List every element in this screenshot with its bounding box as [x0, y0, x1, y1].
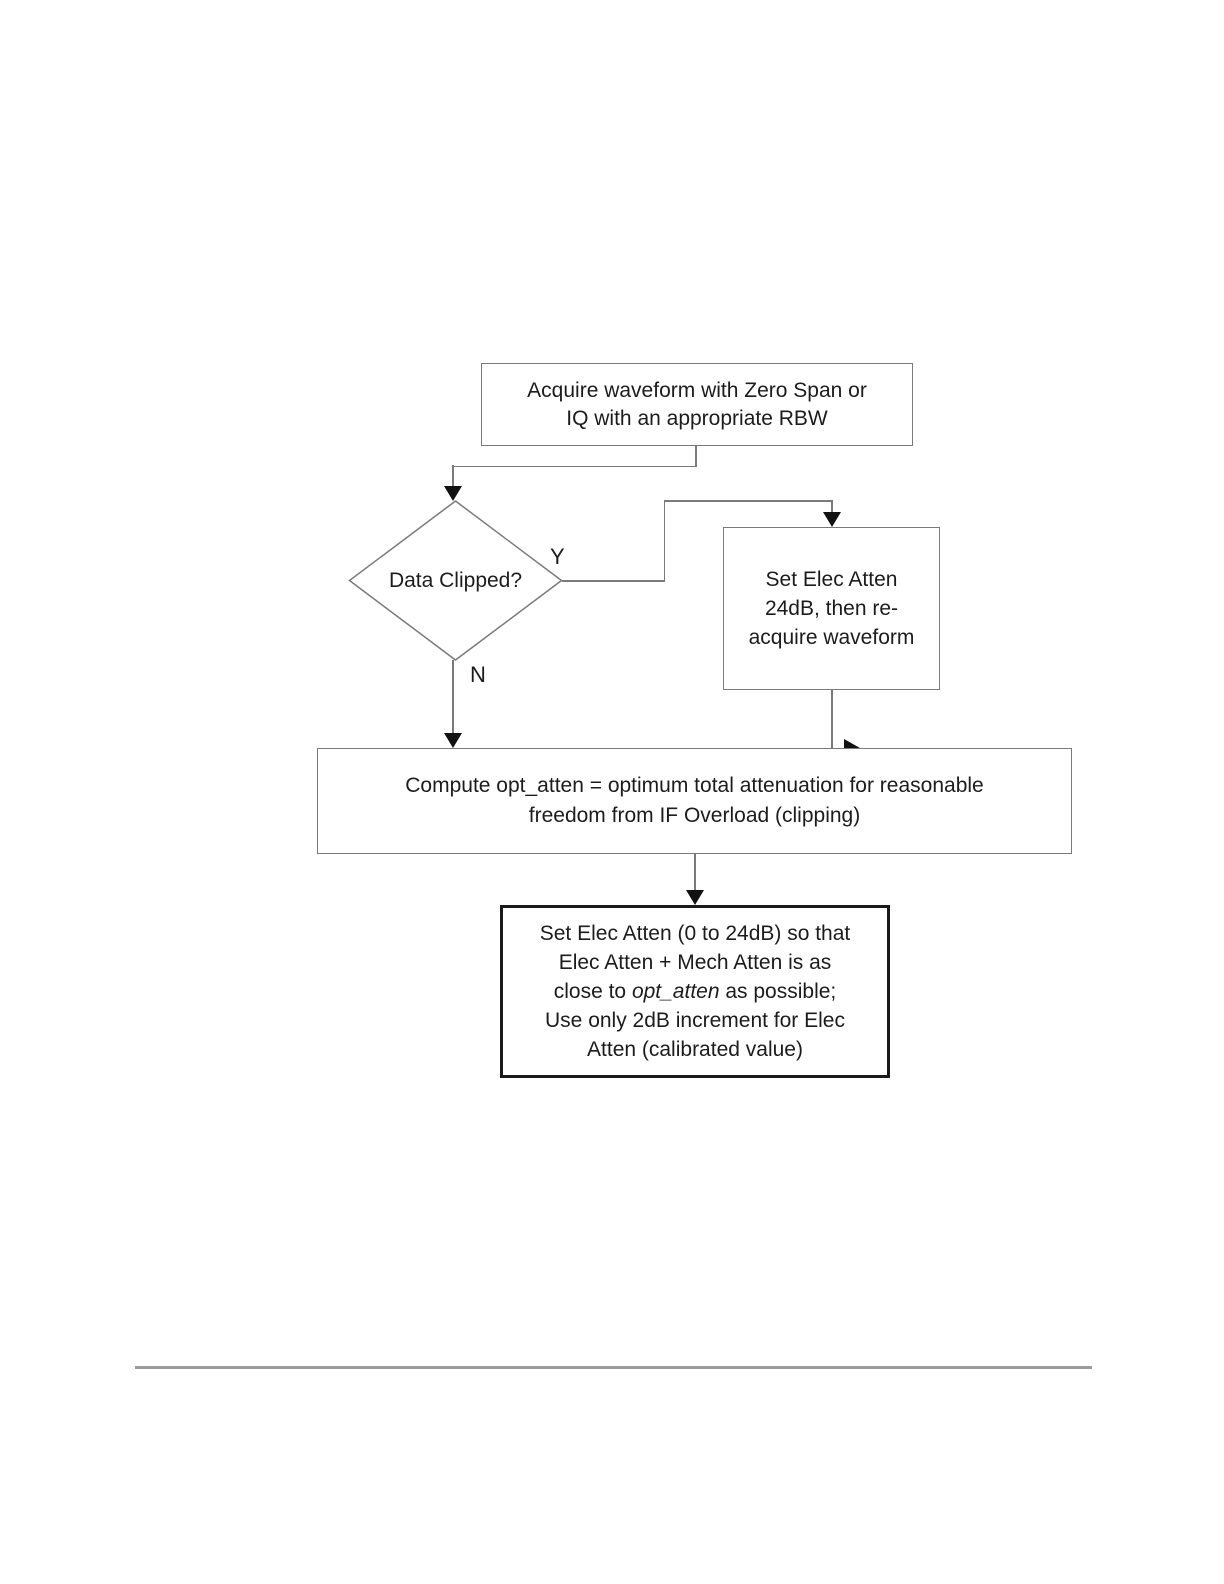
yes-branch-up-segment — [663, 500, 665, 582]
set-elec-text-line3: close to opt_atten as possible; — [554, 977, 837, 1006]
yes-branch-drop-segment — [831, 500, 833, 514]
arrowhead-into-compute-icon — [444, 733, 462, 748]
footer-divider-rule — [135, 1366, 1092, 1369]
set-atten-text-line1: Set Elec Atten — [765, 568, 898, 591]
set-elec-text-line3-italic: opt_atten — [631, 980, 720, 1003]
connector-acquire-left-segment — [452, 465, 697, 467]
arrowhead-into-set-elec-icon — [686, 890, 704, 905]
set-atten-24db-box: Set Elec Atten 24dB, then re- acquire wa… — [723, 527, 940, 690]
set-elec-text-line3-pre: close to — [553, 980, 632, 1003]
set-elec-text-line5: Atten (calibrated value) — [587, 1038, 803, 1061]
set-elec-text-line2: Elec Atten + Mech Atten is as — [558, 951, 832, 974]
branch-label-yes: Y — [550, 544, 565, 569]
yes-branch-right-segment — [562, 580, 665, 582]
set-atten-text-line3: acquire waveform — [748, 626, 915, 649]
decision-data-clipped: Data Clipped? — [348, 500, 563, 661]
connector-set-atten-to-compute-segment — [831, 690, 833, 748]
connector-acquire-down-segment — [695, 446, 697, 467]
no-branch-down-segment — [452, 660, 454, 734]
set-elec-text-line4: Use only 2dB increment for Elec — [545, 1009, 845, 1032]
yes-branch-top-segment — [663, 500, 833, 502]
arrowhead-into-decision-icon — [444, 486, 462, 501]
compute-text-line1: Compute opt_atten = optimum total attenu… — [405, 774, 984, 797]
set-elec-atten-final-box: Set Elec Atten (0 to 24dB) so that Elec … — [500, 905, 890, 1078]
compute-opt-atten-box: Compute opt_atten = optimum total attenu… — [317, 748, 1072, 854]
connector-acquire-to-decision-segment — [452, 465, 454, 488]
set-elec-text-line1: Set Elec Atten (0 to 24dB) so that — [539, 922, 851, 945]
acquire-waveform-text-line1: Acquire waveform with Zero Span or — [527, 378, 867, 402]
decision-diamond-shape — [348, 500, 563, 661]
acquire-waveform-box: Acquire waveform with Zero Span or IQ wi… — [481, 363, 913, 446]
branch-label-no: N — [470, 662, 486, 687]
connector-compute-to-set-elec-segment — [694, 854, 696, 891]
compute-text-line2: freedom from IF Overload (clipping) — [528, 804, 861, 827]
set-elec-text-line3-post: as possible; — [719, 980, 837, 1003]
set-atten-text-line2: 24dB, then re- — [764, 597, 899, 620]
arrowhead-into-set-atten-icon — [823, 512, 841, 527]
acquire-waveform-text-line2: IQ with an appropriate RBW — [566, 406, 828, 430]
decision-label: Data Clipped? — [388, 568, 523, 592]
